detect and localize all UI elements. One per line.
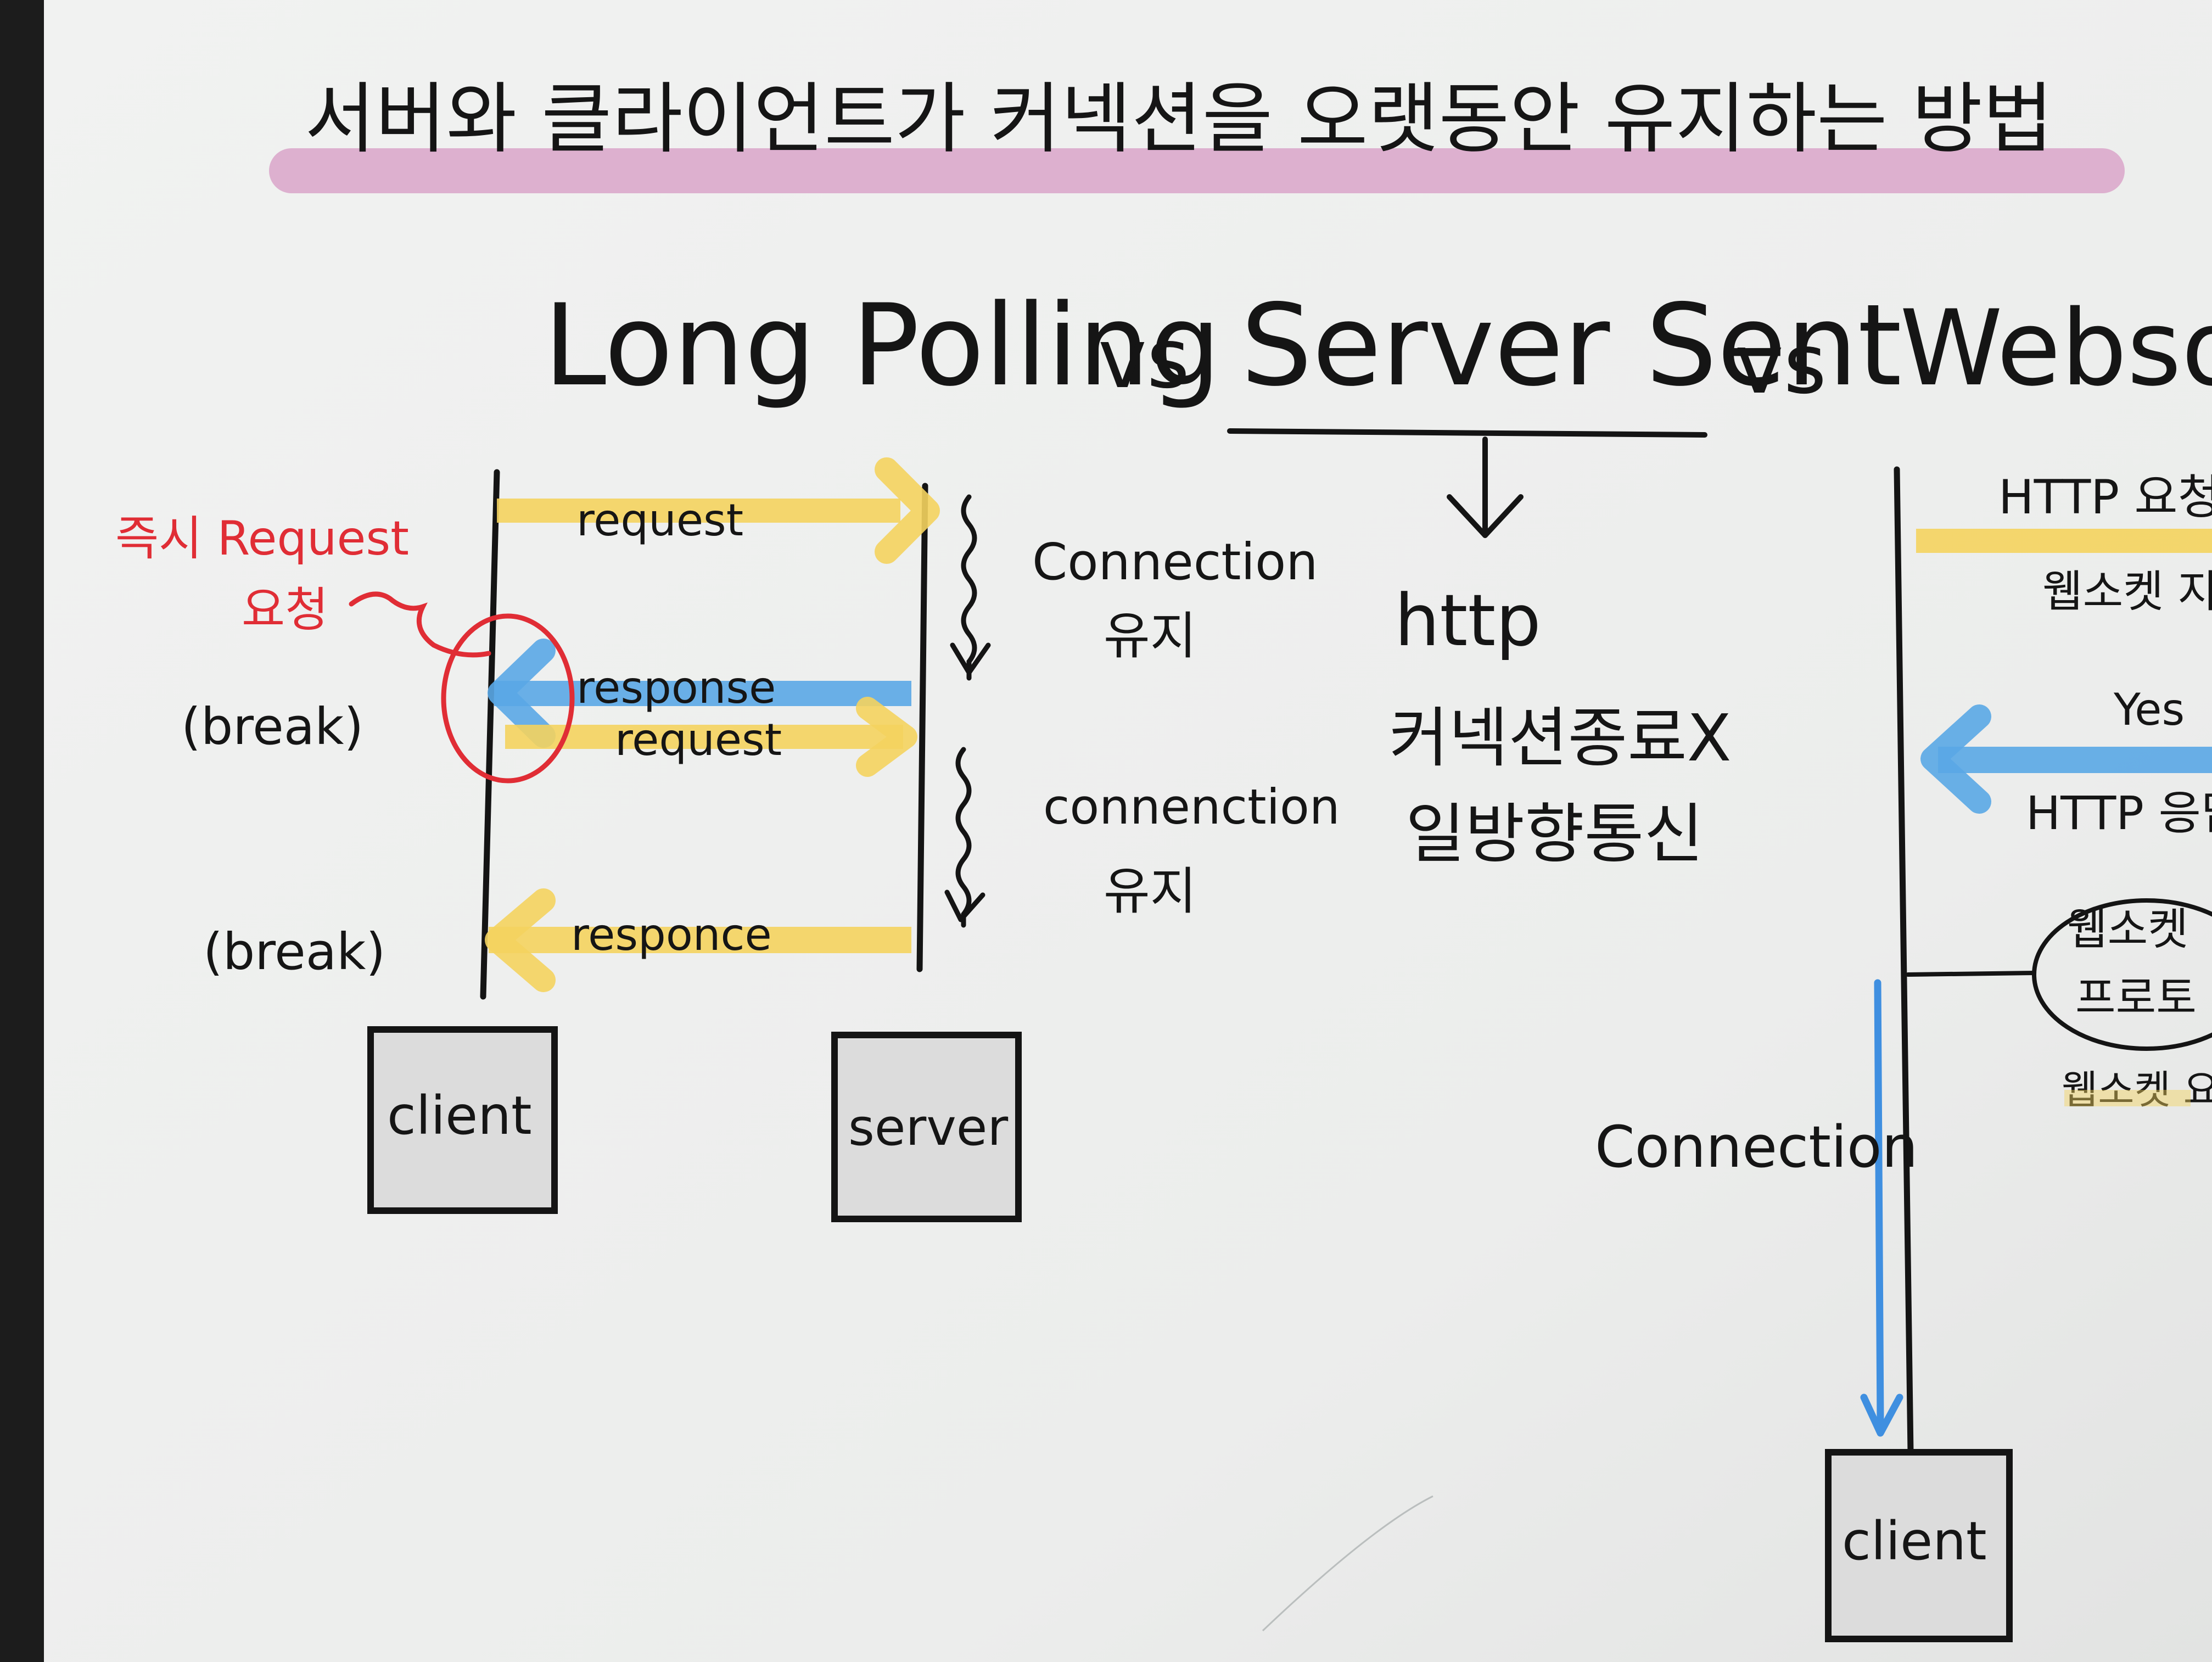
request-label-1: request [576,495,743,546]
subtitle-long-polling: Long Polling [544,281,1221,411]
server-sent-underline [1227,428,1707,438]
ws-http-response-arrow-shaft [1938,747,2212,773]
ws-yes: Yes [2113,684,2185,735]
ws-http-response: HTTP 응답 [2026,786,2212,840]
annotation-request-word: 요청 [242,583,328,637]
request-arrow-1-head [875,457,940,564]
ws-connection-arrowhead [1860,1394,1903,1437]
ws-bottom-note-highlight [2064,1090,2191,1106]
ws-client-box [1825,1449,2013,1642]
ws-protocol-line-2: 프로토 [2075,972,2197,1023]
ws-http-request-arrow [1916,529,2212,553]
server-lifeline [916,483,928,972]
connection-squiggle-1-arrowhead [950,642,991,675]
response-arrow-1-shaft [494,681,911,706]
response-label-1: response [576,662,776,713]
connection-squiggle-2 [955,747,972,928]
page-title: 서버와 클라이언트가 커넥션을 오랫동안 유지하는 방법 [305,75,2053,164]
ws-http-request: HTTP 요청 [1998,470,2212,525]
stylus-trace [1262,1495,1433,1632]
keep-label-1: 유지 [1104,607,1196,665]
request-label-2: request [615,714,782,765]
ws-protocol-connector [1906,971,2036,977]
server-label: server [848,1098,1008,1157]
response-label-2: responce [571,909,772,960]
annotation-immediate-request: 즉시 Request [115,511,409,566]
server-sent-http: http [1395,579,1541,662]
connection-squiggle-1 [961,494,977,681]
client-box [367,1026,558,1214]
connection-label-1: Connection [1032,533,1318,591]
title-highlight [269,148,2125,193]
ws-bottom-note: 웹소켓 요 [2062,1067,2212,1113]
server-sent-down-arrowhead [1447,494,1524,538]
server-sent-note-2: 일방향통신 [1405,796,1704,872]
subtitle-vs-1: vs [1098,311,1190,407]
connection-squiggle-2-arrowhead [944,889,985,922]
ws-client-label: client [1842,1510,1987,1572]
request-arrow-2-head [856,697,917,777]
subtitle-vs-2: vs [1735,317,1827,412]
paper [44,0,2212,1662]
connection-label-2: connenction [1043,779,1340,835]
annotation-circle [441,613,575,784]
break-label-2: (break) [203,922,385,981]
subtitle-websocket: Websock [1900,288,2212,409]
response-arrow-2-head [485,888,556,992]
server-sent-note-1: 커넥션종료X [1389,700,1732,776]
keep-label-2: 유지 [1104,862,1196,921]
ws-support: 웹소켓 지 [2042,566,2212,617]
ws-protocol-line-1: 웹소켓 [2067,904,2188,955]
response-arrow-1-head [488,639,556,748]
response-arrow-2-shaft [489,927,911,953]
client-label: client [387,1085,532,1146]
ws-protocol-bubble [2032,898,2212,1051]
ws-http-response-arrowhead [1920,704,1991,814]
ws-connection-label: Connection [1595,1113,1918,1180]
break-label-1: (break) [181,697,363,756]
tablet-edge [0,0,44,1662]
subtitle-server-sent: Server Sent [1241,281,1902,411]
request-arrow-1-shaft [497,499,900,523]
annotation-pointer [349,591,491,658]
request-arrow-2-shaft [505,725,903,749]
client-lifeline [480,469,500,1000]
server-box [831,1032,1022,1222]
ws-connection-line [1874,979,1884,1426]
websocket-client-lifeline [1894,466,1914,1456]
